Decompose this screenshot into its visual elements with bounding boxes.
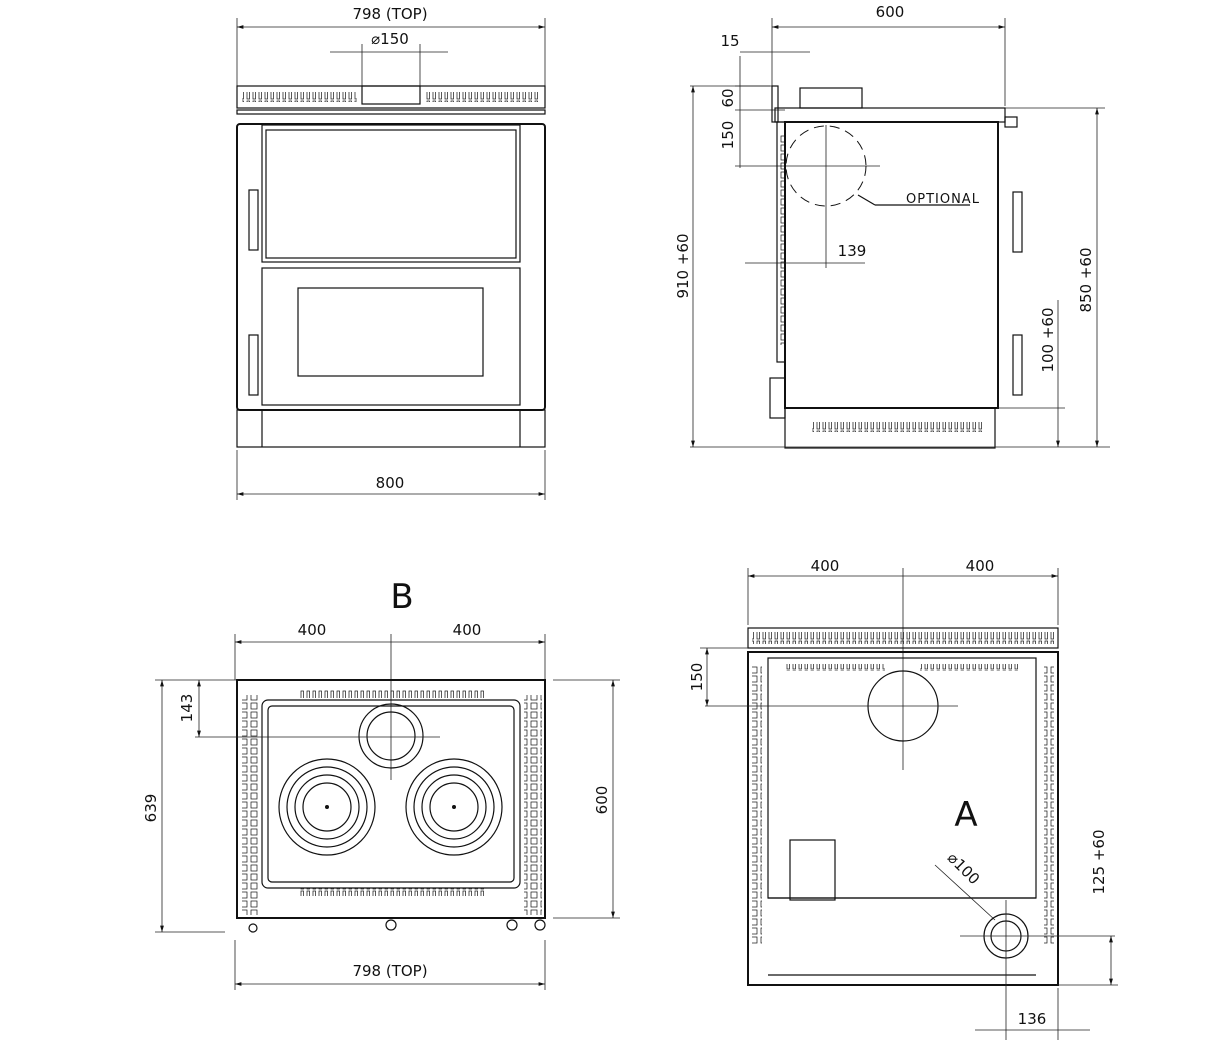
burner-left xyxy=(278,758,376,856)
side-offset-15-label: 15 xyxy=(720,32,739,50)
view-b-right-half-label: 400 xyxy=(453,621,482,639)
view-a-label: A xyxy=(954,795,977,835)
view-a-left-half-label: 400 xyxy=(811,557,840,575)
front-top-width-label: 798 (TOP) xyxy=(352,5,427,23)
view-a-small-flue-offset-label: 136 xyxy=(1018,1010,1047,1028)
front-base-width-label: 800 xyxy=(376,474,405,492)
view-a-small-flue-diameter-label: ⌀100 xyxy=(944,849,983,888)
side-height-100-label: 100 +60 xyxy=(1039,307,1057,372)
view-b-total-depth-label: 639 xyxy=(142,794,160,823)
view-b-label: B xyxy=(390,577,413,617)
view-a-small-flue-height-label: 125 +60 xyxy=(1090,829,1108,894)
burner-right xyxy=(405,758,503,856)
side-flue-offset-label: 139 xyxy=(838,242,867,260)
front-view: 798 (TOP) ⌀150 800 xyxy=(236,5,546,500)
view-b-left-half-label: 400 xyxy=(298,621,327,639)
side-height-850-label: 850 +60 xyxy=(1077,247,1095,312)
side-depth-label: 600 xyxy=(876,3,905,21)
side-flue-height-label: 150 xyxy=(719,121,737,150)
view-b-flue-depth-label: 143 xyxy=(178,694,196,723)
view-a-right-half-label: 400 xyxy=(966,557,995,575)
top-view-b: B 400 400 639 143 600 798 (TOP) xyxy=(142,577,620,990)
side-view: 600 15 60 150 OPTIONAL 139 910 +60 850 +… xyxy=(674,3,1110,449)
view-b-body-depth-label: 600 xyxy=(593,786,611,815)
view-a-flue-top-label: 150 xyxy=(688,663,706,692)
view-b-top-width-label: 798 (TOP) xyxy=(352,962,427,980)
rear-view-a: 400 400 ⌀100 A 150 125 +60 136 xyxy=(688,557,1118,1040)
side-offset-60-label: 60 xyxy=(719,88,737,107)
optional-label: OPTIONAL xyxy=(906,192,980,207)
side-total-height-label: 910 +60 xyxy=(674,233,692,298)
front-flue-diameter-label: ⌀150 xyxy=(371,30,409,48)
